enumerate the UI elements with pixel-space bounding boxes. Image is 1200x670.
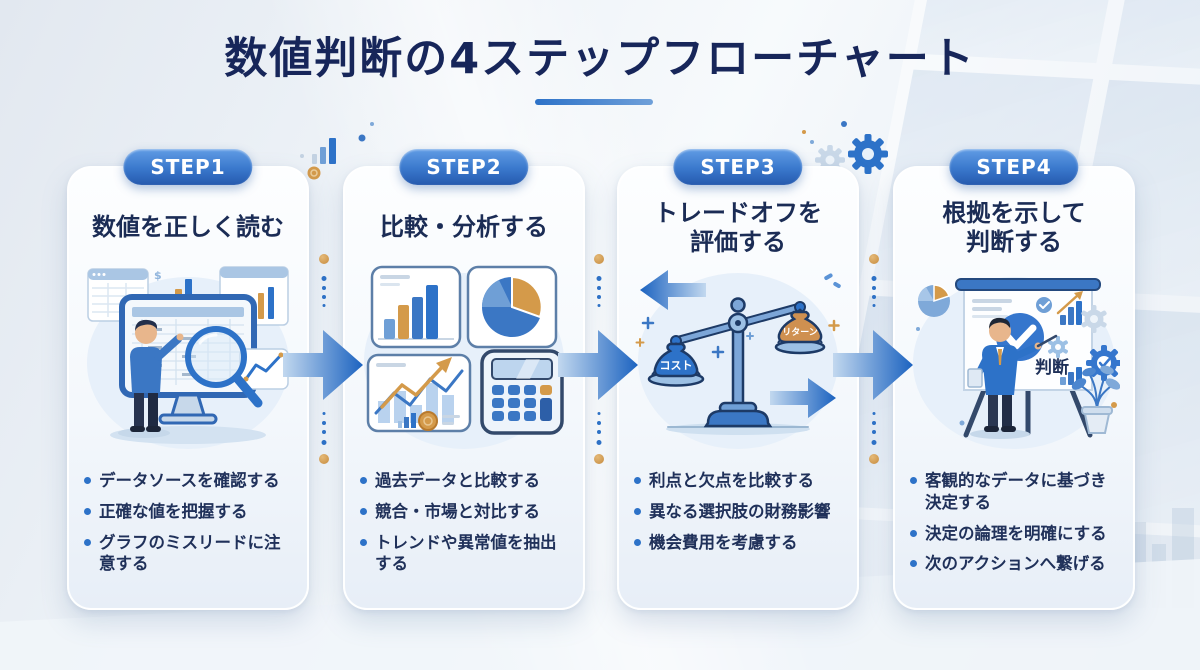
step4-badge: STEP4: [949, 149, 1079, 185]
step4-illustration: 判断: [895, 260, 1133, 462]
step4-bullet-list: 客観的なデータに基づき決定する 決定の論理を明確にする 次のアクションへ繋げる: [895, 470, 1133, 575]
step3-bullet-list: 利点と欠点を比較する 異なる選択肢の財務影響 機会費用を考慮する: [619, 470, 857, 553]
bullet-dot-icon: [910, 560, 917, 568]
bullet-item: トレンドや異常値を抽出する: [360, 532, 571, 576]
gear-icon: [848, 134, 888, 174]
flow-arrow-right-icon: [283, 330, 363, 400]
bullet-item: 競合・市場と対比する: [360, 501, 571, 523]
bullet-item: 機会費用を考慮する: [634, 532, 845, 554]
decision-board-label: 判断: [1035, 357, 1069, 378]
flow-arrow-right-icon: [558, 330, 638, 400]
step1-badge: STEP1: [123, 149, 253, 185]
bullet-item: グラフのミスリードに注意する: [84, 532, 295, 576]
bullet-text: 競合・市場と対比する: [375, 501, 540, 521]
bullet-text: 機会費用を考慮する: [649, 532, 798, 552]
bullet-dot-icon: [910, 477, 917, 484]
return-bag-label: リターン: [782, 326, 818, 338]
pie-chart-panel-icon: [466, 265, 558, 349]
step3-illustration: コスト リターン: [619, 260, 857, 462]
bullet-dot-icon: [360, 477, 367, 484]
step4-title: 根拠を示して 判断する: [942, 198, 1086, 256]
step3-title: トレードオフを 評価する: [654, 198, 822, 256]
bullet-item: 次のアクションへ繋げる: [910, 553, 1121, 575]
bullet-dot-icon: [84, 538, 91, 546]
bullet-dot-icon: [360, 507, 367, 515]
bullet-text: トレンドや異常値を抽出する: [375, 532, 557, 574]
bullet-item: データソースを確認する: [84, 470, 295, 492]
bullet-item: 過去データと比較する: [360, 470, 571, 492]
bullet-dot-icon: [634, 507, 641, 515]
page-title: 数値判断の4ステップフローチャート: [224, 34, 976, 84]
bullet-item: 正確な値を把握する: [84, 501, 295, 523]
bullet-dot-icon: [84, 507, 91, 515]
step-card-1: STEP1 数値を正しく読む $ $: [67, 149, 309, 610]
flow-arrow-right-icon: [833, 330, 913, 400]
step2-bullet-list: 過去データと比較する 競合・市場と対比する トレンドや異常値を抽出する: [345, 470, 583, 575]
cost-bag-label: コスト: [660, 359, 693, 372]
bar-chart-panel-icon: [370, 265, 462, 349]
bullet-text: 過去データと比較する: [375, 471, 540, 490]
step2-illustration: [345, 260, 583, 462]
bullet-dot-icon: [910, 529, 917, 537]
bullet-item: 異なる選択肢の財務影響: [634, 501, 845, 523]
bullet-item: 決定の論理を明確にする: [910, 523, 1121, 545]
bullet-text: データソースを確認する: [99, 471, 280, 490]
step3-badge: STEP3: [673, 149, 803, 185]
step1-illustration: $ $: [69, 260, 307, 462]
line-chart-card-icon: [239, 348, 289, 390]
step-card-2: STEP2 比較・分析する: [343, 149, 585, 610]
step1-bullet-list: データソースを確認する 正確な値を把握する グラフのミスリードに注意する: [69, 470, 307, 575]
decision-board-icon: 判断: [955, 278, 1101, 438]
bullet-item: 客観的なデータに基づき決定する: [910, 470, 1121, 514]
bullet-dot-icon: [84, 477, 91, 484]
step2-badge: STEP2: [399, 149, 529, 185]
bullet-text: 異なる選択肢の財務影響: [649, 501, 831, 521]
step-card-3: STEP3 トレードオフを 評価する: [617, 149, 859, 610]
bullet-text: 決定の論理を明確にする: [925, 523, 1107, 543]
calculator-icon: [480, 349, 564, 435]
step-card-4: STEP4 根拠を示して 判断する: [893, 149, 1135, 610]
bullet-text: 正確な値を把握する: [99, 501, 248, 521]
bullet-text: 次のアクションへ繋げる: [925, 554, 1106, 574]
bullet-text: 利点と欠点を比較する: [649, 471, 814, 490]
bullet-dot-icon: [634, 477, 641, 484]
bullet-dot-icon: [360, 538, 367, 546]
step1-title: 数値を正しく読む: [92, 213, 284, 242]
svg-text:$: $: [154, 269, 162, 282]
bullet-dot-icon: [634, 538, 641, 546]
bullet-text: 客観的なデータに基づき決定する: [925, 471, 1107, 512]
bullet-text: グラフのミスリードに注意する: [99, 532, 281, 574]
bullet-item: 利点と欠点を比較する: [634, 470, 845, 492]
step2-title: 比較・分析する: [380, 213, 548, 242]
accent-line: [535, 99, 653, 105]
